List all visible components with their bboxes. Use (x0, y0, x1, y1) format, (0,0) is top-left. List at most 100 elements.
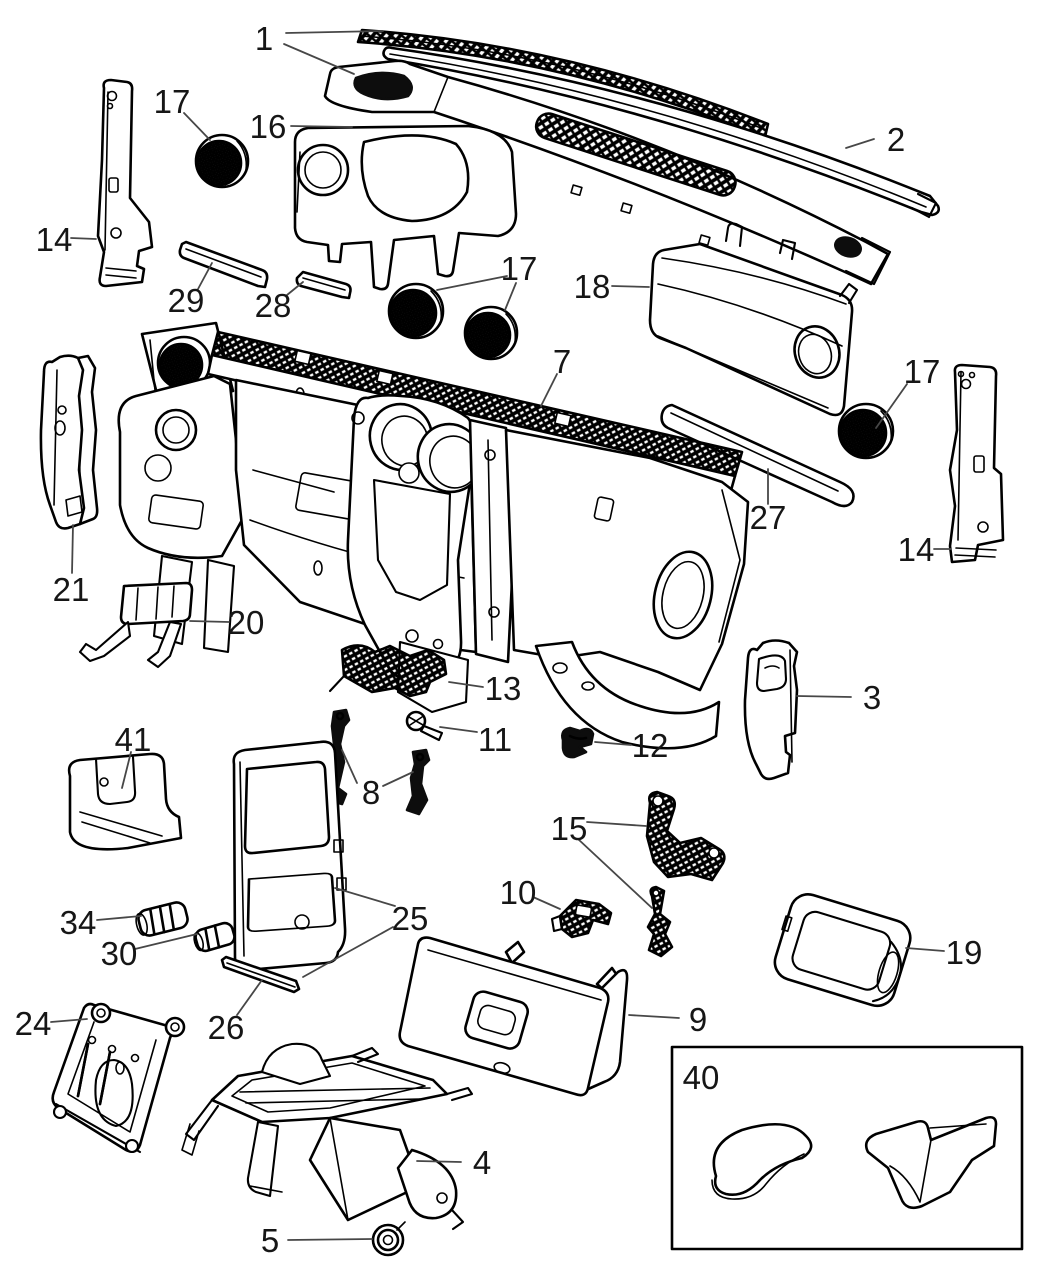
bracket-15-upper (645, 790, 726, 882)
console-support-4 (181, 1042, 474, 1231)
ip-carrier-7 (117, 321, 750, 750)
leader-24 (50, 1018, 88, 1023)
callout-24-label: 24 (15, 1005, 52, 1042)
vent-grille-17-upper-left (194, 133, 250, 189)
callout-21-label: 21 (53, 571, 90, 608)
callout-18-label: 18 (574, 268, 611, 305)
leader-17-right (875, 383, 908, 429)
bracket-15-lower (646, 885, 674, 958)
screw-11 (405, 710, 444, 742)
mounting-bracket-14-right (948, 363, 1005, 564)
clip-12 (561, 726, 595, 759)
leader-lines (50, 30, 952, 1241)
callout-41-label: 41 (115, 721, 152, 758)
callout-labels: 1 2 16 17 14 29 28 17 18 7 17 27 14 21 2… (15, 20, 983, 1259)
leader-18 (611, 285, 650, 288)
switch-34 (135, 901, 189, 937)
cluster-bezel (293, 124, 518, 291)
callout-8-label: 8 (362, 774, 380, 811)
leader-7 (540, 373, 558, 407)
leader-3 (796, 695, 852, 698)
vent-grille-17-center-a (387, 282, 445, 340)
callout-25-label: 25 (392, 900, 429, 937)
callout-4-label: 4 (473, 1144, 491, 1181)
leader-21 (71, 524, 74, 574)
leader-16 (290, 125, 353, 128)
callout-17-left-label: 17 (154, 83, 191, 120)
callout-40-label: 40 (683, 1059, 720, 1096)
callout-2-label: 2 (887, 121, 905, 158)
leader-25b (302, 926, 394, 978)
callout-14-left-label: 14 (36, 221, 73, 258)
callout-3-label: 3 (863, 679, 881, 716)
callout-16-label: 16 (250, 108, 287, 145)
leader-20 (189, 620, 230, 623)
leader-34 (96, 915, 142, 921)
trim-strip-29 (178, 240, 269, 289)
leader-13 (448, 681, 484, 688)
callout-1-label: 1 (255, 20, 273, 57)
callout-27-label: 27 (750, 499, 787, 536)
leader-17-left (183, 112, 211, 141)
leader-9 (628, 1014, 680, 1019)
leader-2 (845, 138, 875, 149)
armrest-pad-shape (711, 1122, 813, 1200)
glove-box-9 (398, 936, 629, 1097)
leader-1a (285, 30, 384, 34)
leader-19 (905, 947, 945, 952)
leader-26 (236, 979, 263, 1016)
right-end-cover-3 (743, 639, 799, 781)
trim-strip-26 (220, 955, 301, 994)
callout-20-label: 20 (228, 604, 265, 641)
callout-12-label: 12 (632, 727, 669, 764)
leader-25a (334, 887, 396, 907)
switch-30 (193, 921, 236, 953)
windshield-molding (382, 46, 941, 219)
cowl-top-panel (323, 59, 892, 286)
vent-grille-17-center-b (463, 305, 519, 361)
leader-1b (283, 43, 355, 75)
leader-15b (577, 838, 653, 909)
callout-29-label: 29 (168, 282, 205, 319)
mounting-bracket-14-left (96, 78, 154, 288)
callout-5-label: 5 (261, 1222, 279, 1259)
callout-17-right-label: 17 (904, 353, 941, 390)
callout-7-label: 7 (553, 343, 571, 380)
leader-17-center-b (504, 282, 517, 311)
callout-17-center-label: 17 (501, 250, 538, 287)
callout-14-right-label: 14 (898, 531, 935, 568)
bracket-24 (51, 1002, 186, 1154)
airbag-module-19 (773, 893, 912, 1008)
vent-grille-17-right (837, 402, 895, 460)
trim-strip-27 (660, 403, 855, 508)
trim-strip-28 (295, 270, 352, 300)
knee-blocker-41 (67, 752, 183, 851)
callout-30-label: 30 (101, 935, 138, 972)
leader-11 (439, 726, 478, 733)
leader-8a (341, 749, 358, 784)
grommet-5 (371, 1221, 406, 1257)
callout-26-label: 26 (208, 1009, 245, 1046)
leader-29 (197, 262, 213, 290)
duct-20 (78, 581, 194, 669)
latch-10 (550, 898, 613, 939)
support-bracket-13 (328, 644, 448, 698)
leader-8b (382, 771, 414, 787)
leader-5 (287, 1238, 373, 1241)
callout-10-label: 10 (500, 874, 537, 911)
callout-34-label: 34 (60, 904, 97, 941)
leader-41 (121, 751, 132, 789)
leader-28 (286, 281, 304, 296)
leader-12 (594, 741, 632, 746)
callout-28-label: 28 (255, 287, 292, 324)
callout-11-label: 11 (478, 721, 512, 758)
callout-13-label: 13 (485, 670, 522, 707)
callout-9-label: 9 (689, 1001, 707, 1038)
inset-box-40 (670, 1045, 1024, 1251)
leader-10 (532, 896, 561, 910)
leader-14-left (70, 237, 97, 240)
airbag-door-18 (648, 222, 859, 417)
left-end-panel-21 (39, 354, 99, 530)
